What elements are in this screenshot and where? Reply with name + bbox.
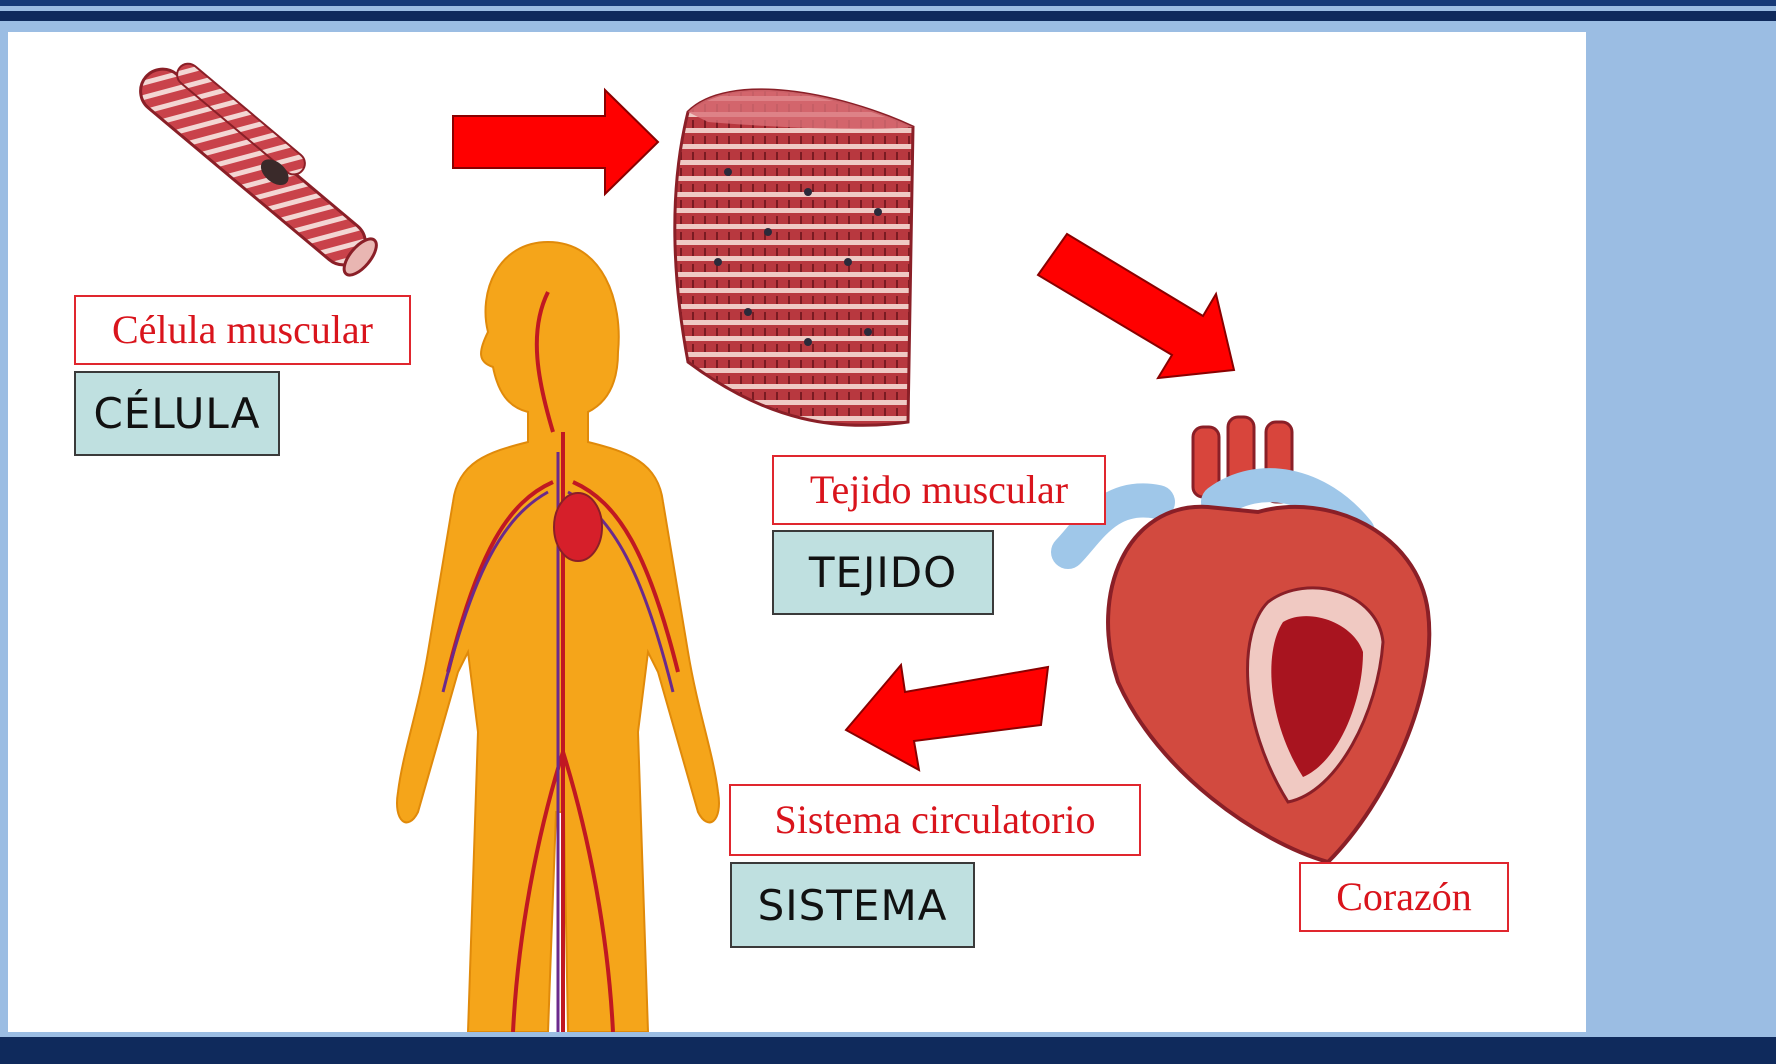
cell-label: Célula muscular <box>74 295 411 365</box>
tissue-level-badge: TEJIDO <box>772 530 994 615</box>
system-label: Sistema circulatorio <box>729 784 1141 856</box>
frame-bottom-bar <box>0 1037 1776 1064</box>
red-arrow-icon <box>453 90 658 194</box>
frame-top-bar <box>0 11 1776 21</box>
red-arrow-icon <box>1038 234 1234 378</box>
cell-level-badge: CÉLULA <box>74 371 280 456</box>
tissue-label: Tejido muscular <box>772 455 1106 525</box>
muscle-cell-illustration <box>132 46 394 280</box>
circulatory-system-illustration <box>397 242 719 1032</box>
muscle-tissue-illustration <box>675 90 913 425</box>
diagram-canvas: Célula muscular CÉLULA Tejido muscular T… <box>8 32 1586 1032</box>
system-level-badge: SISTEMA <box>730 862 975 948</box>
red-arrow-icon <box>846 665 1048 770</box>
frame-top-stripe <box>0 0 1776 6</box>
heart-label: Corazón <box>1299 862 1509 932</box>
